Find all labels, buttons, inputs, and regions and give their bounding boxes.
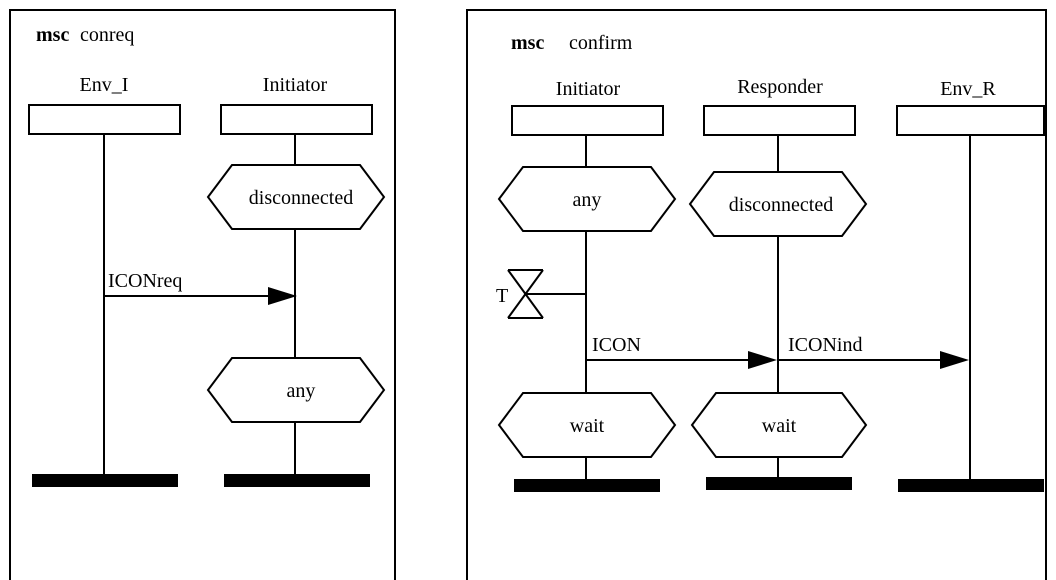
condition-any: [497, 166, 677, 232]
arrowhead: [268, 287, 297, 305]
instance-end-initiator: [224, 474, 370, 487]
instance-name-env-i: Env_I: [80, 74, 129, 96]
condition-disconnected: [688, 171, 868, 237]
msc-keyword: msc: [36, 24, 69, 46]
timer-icon: [507, 269, 586, 319]
instance-head-responder: [703, 105, 856, 136]
msc-keyword: msc: [511, 32, 544, 54]
arrowhead: [748, 351, 777, 369]
instance-end-responder: [706, 477, 852, 490]
message-label-iconind: ICONind: [788, 334, 862, 356]
msc-name: confirm: [569, 32, 633, 54]
msc-frame: [466, 9, 1047, 580]
instance-head-initiator: [511, 105, 664, 136]
condition-label: any: [287, 380, 316, 402]
condition-label: any: [573, 189, 602, 211]
instance-head-env-i: [28, 104, 181, 135]
msc-confirm-diagram: msc confirm Initiator Responder Env_R an…: [466, 9, 1047, 580]
condition-label: disconnected: [249, 187, 353, 209]
msc-frame: [9, 9, 396, 580]
instance-name-initiator: Initiator: [263, 74, 328, 96]
arrowhead: [940, 351, 969, 369]
instance-end-initiator: [514, 479, 660, 492]
condition-disconnected: [206, 164, 386, 230]
instance-head-initiator: [220, 104, 373, 135]
condition-label: disconnected: [729, 194, 833, 216]
instance-name-initiator: Initiator: [556, 78, 621, 100]
instance-head-env-r: [896, 105, 1045, 136]
condition-wait: [690, 392, 868, 458]
instance-end-env-i: [32, 474, 178, 487]
condition-label: wait: [570, 415, 605, 437]
condition-wait: [497, 392, 677, 458]
timer-label: T: [496, 285, 508, 307]
condition-any: [206, 357, 386, 423]
condition-label: wait: [762, 415, 797, 437]
msc-conreq-diagram: msc conreq Env_I Initiator disconnected …: [9, 9, 396, 580]
msc-name: conreq: [80, 24, 134, 46]
instance-name-responder: Responder: [737, 76, 823, 98]
instance-end-env-r: [898, 479, 1044, 492]
instance-name-env-r: Env_R: [940, 78, 996, 100]
message-label-iconreq: ICONreq: [108, 270, 182, 292]
message-label-icon: ICON: [592, 334, 641, 356]
